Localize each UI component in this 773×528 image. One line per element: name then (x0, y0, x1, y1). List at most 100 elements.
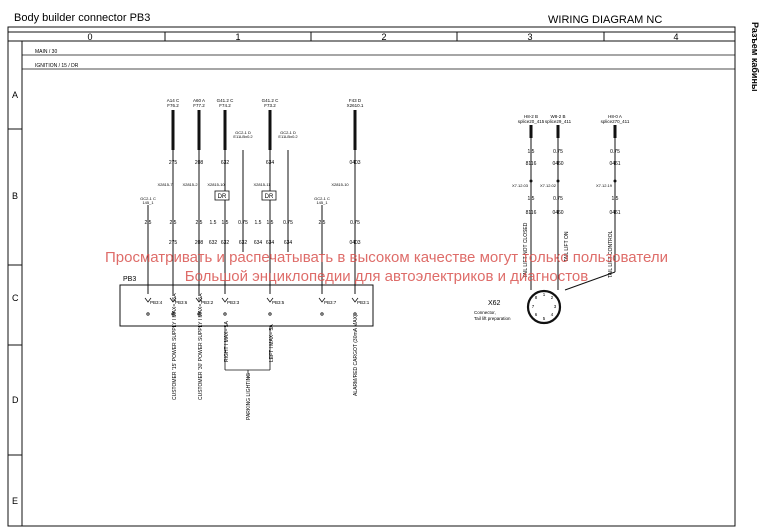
column-label-4: 4 (673, 32, 678, 42)
connector-ref: GC2-1 D (235, 130, 251, 135)
wire-number: 208 (195, 240, 204, 246)
wire-number: 8116 (526, 161, 537, 167)
function-label: LEFT I MAX= 5A (269, 324, 275, 362)
pb3-pin: PB3:3 (227, 300, 240, 305)
wire-number: 275 (169, 160, 178, 166)
connector-ref: 145_1 (142, 200, 154, 205)
pb3-pin: PB3:2 (201, 300, 214, 305)
wire-size: 1.5 (222, 220, 229, 226)
wire-number: 632 (239, 240, 248, 246)
wire-number: 632 (221, 240, 230, 246)
connector-ref: E11LBx0.2 (233, 134, 253, 139)
row-label-d: D (12, 395, 19, 405)
pb3-pin: PB3:6 (175, 300, 188, 305)
wire-code-sub: X2610.1 (347, 103, 364, 108)
wire-code-sub: splice270_411 (601, 119, 630, 124)
ignition-rail-label: IGNITION / 15 / DR (35, 63, 79, 69)
wire-size: 0.75 (553, 196, 563, 202)
wire-code: G41.2 C (217, 98, 235, 103)
function-label: CUSTOMER '15' POWER SUPPLY I MAX= 15A (172, 293, 178, 400)
connector-ref: GC2-1 D (280, 130, 296, 135)
wire-size: 1.5 (612, 196, 619, 202)
function-label: TAIL LIFT NOT CLOSED (523, 222, 529, 278)
wire-number: 0461 (609, 210, 620, 216)
wire-number: 0460 (552, 161, 563, 167)
wire-number: 275 (169, 240, 178, 246)
connector-ref: X2815-10 (331, 182, 349, 187)
row-label-e: E (12, 496, 18, 506)
wire-code: W8-2 B (550, 114, 565, 119)
dr-label: DR (265, 194, 274, 200)
connector-ref: X7.12.03 (512, 183, 529, 188)
wire-number: 8116 (526, 210, 537, 216)
connector-ref: X7.12.02 (540, 183, 557, 188)
dr-relay-box (261, 190, 277, 201)
pb3-pin: PB3:5 (272, 300, 285, 305)
wire-size: 1.5 (255, 220, 262, 226)
column-label-1: 1 (235, 32, 240, 42)
side-label: Разъем кабины (750, 22, 760, 92)
wire-code: H8-0 A (608, 114, 622, 119)
pb3-pin: PB3:1 (357, 300, 370, 305)
connector-ref: 145_1 (316, 200, 328, 205)
wire-code-sub: F77.2 (193, 103, 205, 108)
x62-desc: Tail lift preparation (474, 316, 511, 321)
pb3-pin: PB3:7 (324, 300, 337, 305)
page-title: Body builder connector PB3 (14, 12, 150, 24)
wire-number: 634 (266, 240, 275, 246)
frame (7, 26, 736, 527)
wire-code: A14 C (167, 98, 180, 103)
pb3-label: PB3 (123, 276, 136, 283)
wire-size: 0.75 (350, 220, 360, 226)
connector-ref: X2815-7 (157, 182, 173, 187)
function-label: TAIL LIFT ON (564, 231, 570, 262)
wire-size: 2.5 (170, 220, 177, 226)
connector-ref: GC2-1 C (314, 196, 330, 201)
wire-size: 2.5 (145, 220, 152, 226)
x62-pin: 8 (535, 295, 538, 300)
wire-number: 634 (284, 240, 293, 246)
wire-size: 1.5 (267, 220, 274, 226)
x62-pin: 6 (535, 312, 538, 317)
connector-ref: E11LBx0.2 (278, 134, 298, 139)
x62-pin: 4 (551, 312, 554, 317)
wire-code-sub: F76.2 (167, 103, 179, 108)
connector-ref: X2815-2 (182, 182, 198, 187)
wire-number: 0403 (349, 240, 360, 246)
wire-number: 632 (209, 240, 218, 246)
row-label-b: B (12, 191, 18, 201)
wire-number: 208 (195, 160, 204, 166)
pb3-pin: PB3:4 (150, 300, 163, 305)
x62-pin: 7 (532, 304, 535, 309)
x62-label: X62 (488, 300, 501, 307)
connector-ref: X2815-10 (207, 182, 225, 187)
wire-code: G41.2 C (262, 98, 280, 103)
row-label-a: A (12, 90, 18, 100)
pb3-connector (119, 284, 374, 327)
wire-size: 0.75 (553, 149, 563, 155)
wire-number: 0403 (349, 160, 360, 166)
wire-code: A60 A (193, 98, 205, 103)
wire-code-sub: splice29_411 (545, 119, 572, 124)
wire-size: 0.75 (238, 220, 248, 226)
x62-pin: 1 (543, 292, 546, 297)
wire-number: 634 (266, 160, 275, 166)
function-label: CUSTOMER '30' POWER SUPPLY I MAX= 15A (198, 293, 204, 400)
x62-pin: 2 (551, 295, 554, 300)
x62-pin: 5 (543, 316, 546, 321)
wire-size: 0.75 (283, 220, 293, 226)
x62-desc: Connector, (474, 310, 496, 315)
wire-size: 1.5 (210, 220, 217, 226)
column-label-0: 0 (87, 32, 92, 42)
wire-size: 1.5 (528, 196, 535, 202)
wire-size: 1.5 (528, 149, 535, 155)
wire-number: 634 (254, 240, 263, 246)
dr-relay-box (214, 190, 230, 201)
function-label: ALARM/RED CARGOT (30mA MAX) (353, 314, 359, 396)
function-label: TAIL LIFT CONTROL (608, 230, 614, 278)
function-label: RIGHT I MAX= 5A (224, 320, 230, 362)
connector-ref: X2815-11 (253, 182, 271, 187)
wire-size: 0.75 (610, 149, 620, 155)
function-label: PARKING LIGHTING (246, 373, 252, 420)
wire-number: 0461 (609, 161, 620, 167)
